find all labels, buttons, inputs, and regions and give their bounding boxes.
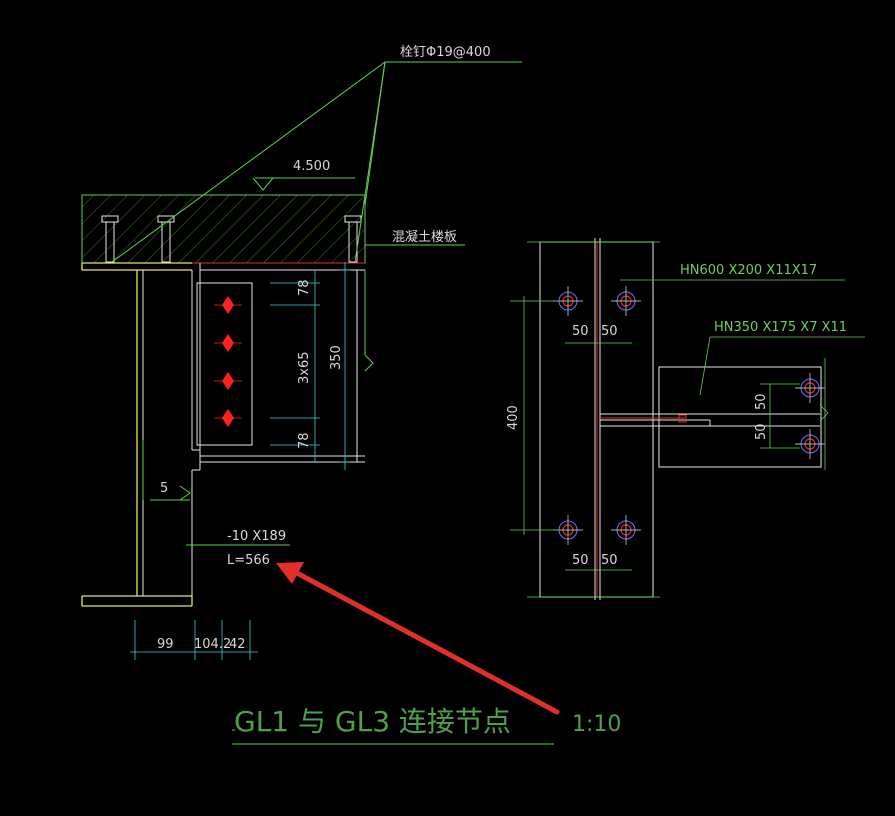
weld-size: 5 [160,481,168,496]
left-dimension-lines [130,262,350,660]
connection-plate [196,282,253,446]
stud-label: 栓钉Φ19@400 [400,45,491,60]
dim-78-top: 78 [297,279,312,296]
dim-50-f: 50 [754,423,769,440]
right-plan-detail [510,238,865,600]
right-flange-plates [539,238,822,600]
drawing-title: GL1 与 GL3 连接节点 [234,705,511,738]
dim-50-d: 50 [601,553,618,568]
elevation-label: 4.500 [293,159,330,174]
main-beam-label: HN600 X200 X11X17 [680,263,817,278]
dim-78-bottom: 78 [297,432,312,449]
web-and-stiffener [142,263,365,596]
drawing-scale: 1:10 [572,712,621,737]
left-section-detail [81,61,522,731]
main-beam-section [81,262,193,607]
red-annotation-arrow [276,562,560,715]
dim-3x65: 3x65 [297,351,312,384]
dim-42: 42 [229,637,246,652]
dim-50-a: 50 [572,324,589,339]
dim-50-e: 50 [754,393,769,410]
dim-50-c: 50 [572,553,589,568]
right-red-web [596,242,687,597]
right-dimension-lines [510,241,865,598]
slab-label: 混凝土楼板 [392,229,457,245]
right-bolts [553,286,825,545]
plate-size: -10 X189 [227,529,286,544]
left-leaders [111,61,522,731]
drawing-text: 栓钉Φ19@400 4.500 混凝土楼板 78 3x65 350 78 5 -… [157,45,847,738]
dim-400: 400 [506,405,521,430]
dim-99: 99 [157,637,174,652]
secondary-beam-label: HN350 X175 X7 X11 [714,320,847,335]
dim-104: 104.2 [194,637,231,652]
dim-50-b: 50 [601,324,618,339]
dim-350: 350 [329,345,344,370]
concrete-slab [81,194,366,264]
plate-length: L=566 [227,553,270,568]
